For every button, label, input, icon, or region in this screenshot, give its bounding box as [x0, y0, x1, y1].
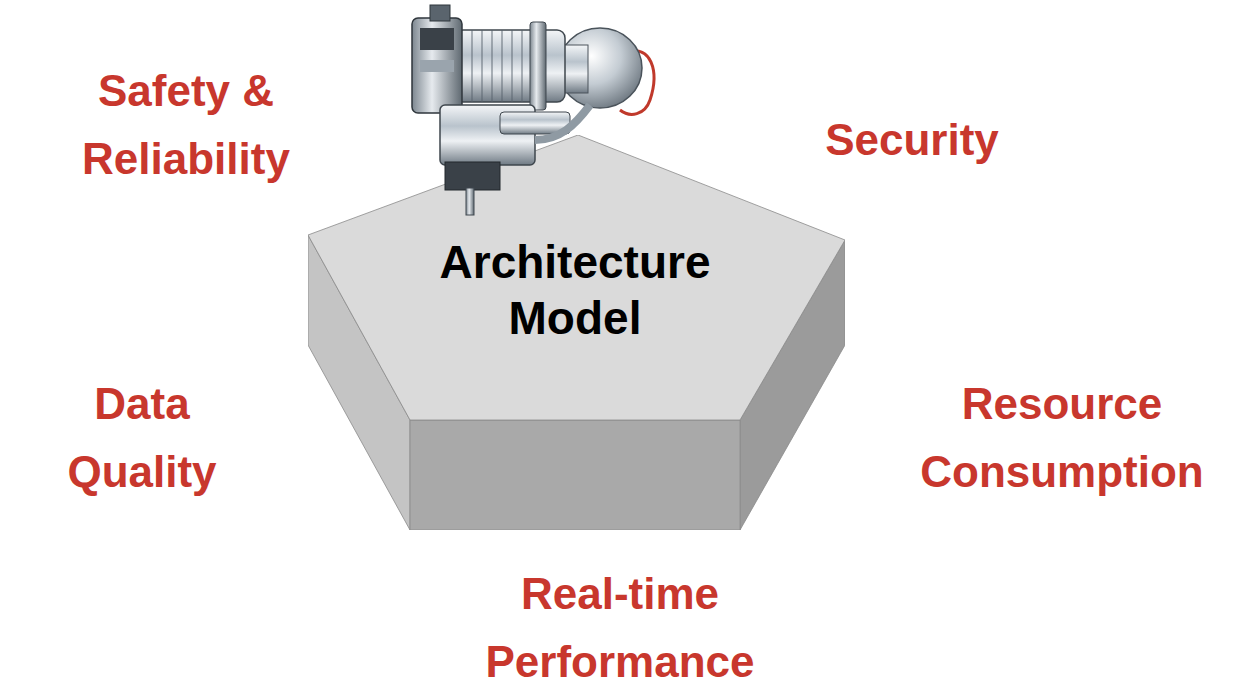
prism-node: Architecture Model [308, 135, 845, 530]
quality-attribute: Security [782, 106, 1042, 174]
prism-face [308, 135, 845, 420]
prism-face [410, 420, 740, 530]
quality-attribute: Resource Consumption [902, 370, 1222, 506]
quality-attribute: Real-time Performance [455, 560, 785, 696]
quality-attribute: Data Quality [37, 370, 247, 506]
node-title: Architecture Model [375, 234, 775, 346]
wire [620, 51, 654, 115]
quality-attribute: Safety & Reliability [46, 57, 326, 193]
